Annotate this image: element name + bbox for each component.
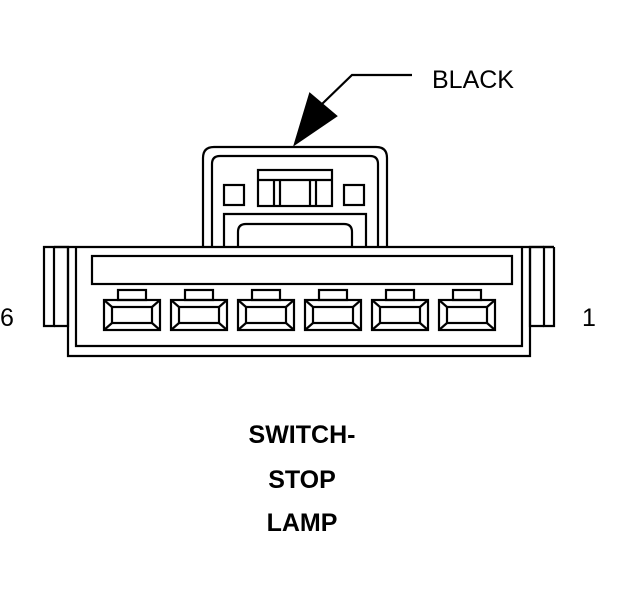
pin-number-left: 6 <box>0 304 14 332</box>
component-title-line-2: STOP <box>268 466 336 494</box>
component-title-line-3: LAMP <box>266 509 338 537</box>
terminal-cavity <box>437 288 497 332</box>
terminal-cavity <box>236 288 296 332</box>
terminal-cavity <box>169 288 229 332</box>
connector-latch <box>201 145 389 247</box>
terminal-cavity <box>370 288 430 332</box>
component-title-line-1: SWITCH- <box>248 421 356 449</box>
pin-number-right: 1 <box>582 304 596 332</box>
terminal-cavity <box>303 288 363 332</box>
wire-color-callout: BLACK <box>432 66 514 94</box>
terminal-cavity <box>102 288 162 332</box>
terminal-cavities <box>102 288 497 332</box>
connector-body <box>42 245 556 358</box>
callout-leader <box>293 73 412 147</box>
callout-arrowhead <box>293 92 338 147</box>
